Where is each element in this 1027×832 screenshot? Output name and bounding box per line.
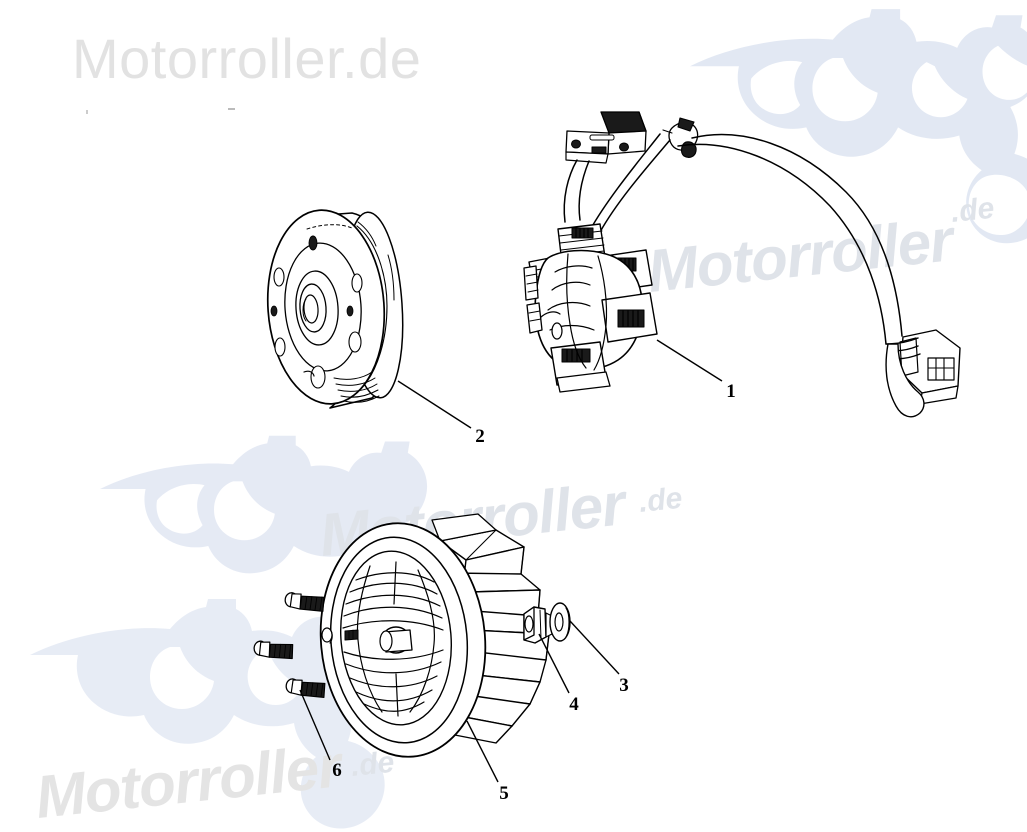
flywheel-hole [270, 305, 278, 317]
speck [86, 110, 88, 114]
screw-collar [321, 627, 359, 644]
part-5-cooling-fan [319, 513, 550, 783]
leader-line-4 [538, 633, 570, 694]
stator-center-hole [551, 322, 563, 340]
callout-label-6: 6 [332, 760, 342, 781]
screw [253, 640, 294, 660]
watermark-layer: .de Motorroller Motorroller .de Motorrol… [30, 9, 1027, 831]
callout-label-1: 1 [726, 381, 736, 402]
flywheel-bore-shadow [302, 298, 307, 322]
pickup-coil-slot [589, 134, 615, 141]
coil-core [571, 227, 594, 239]
flywheel-hole [273, 267, 285, 287]
washer-hole [554, 612, 564, 632]
flywheel-inner-ring [284, 242, 362, 372]
fan-rim-inner-edge [329, 536, 469, 744]
flywheel-keyway-mark [303, 370, 315, 377]
watermark-de-topright: .de [949, 192, 996, 229]
watermark-motorroller-bottomleft: Motorroller [32, 732, 348, 831]
wiring-harness [563, 133, 903, 345]
scooter-outline-icon [100, 435, 437, 654]
fan-inner-vanes [342, 561, 444, 717]
scooter-outline-icon [690, 9, 1027, 244]
stator-body [523, 223, 658, 393]
connector-plug [885, 329, 961, 418]
nut-thread-hole [524, 615, 534, 633]
screw [284, 592, 325, 612]
flywheel-hole [351, 273, 363, 293]
bracket-hole [571, 139, 581, 149]
bracket-hole [619, 142, 629, 152]
part-1-stator-assembly [523, 111, 961, 418]
scooter-outline-icon [30, 599, 385, 829]
screw [285, 678, 326, 698]
connector-pin-block [927, 357, 955, 381]
callout-label-2: 2 [475, 426, 485, 447]
coil-core [561, 348, 591, 363]
pickup-coil-bracket [565, 111, 647, 164]
speck [228, 108, 235, 110]
flywheel-hole [274, 337, 286, 357]
stator-contour [539, 311, 561, 319]
callout-label-4: 4 [569, 694, 579, 715]
part-2-flywheel-rotor [266, 209, 472, 429]
watermark-de-center: .de [637, 482, 684, 519]
leader-line-6 [299, 689, 331, 761]
callout-labels: 1 2 3 4 5 6 [332, 381, 736, 804]
flywheel-hole [310, 365, 326, 389]
leader-line-3 [569, 620, 620, 675]
flywheel-hole [308, 235, 318, 251]
flywheel-body-seam [356, 225, 388, 391]
flywheel-vanes [306, 221, 395, 403]
leader-line-2 [397, 380, 472, 429]
callout-label-3: 3 [619, 675, 629, 696]
watermark-motorroller-right: Motorroller [644, 206, 960, 305]
flywheel-hole [346, 305, 354, 317]
leader-line-1 [656, 339, 723, 382]
page-title-watermark: Motorroller.de [72, 27, 421, 90]
leader-line-5 [466, 720, 499, 783]
part-3-washer [549, 602, 620, 675]
fan-bore-opening [379, 630, 393, 652]
flywheel-bore-inner [303, 294, 319, 324]
callout-label-5: 5 [499, 783, 509, 804]
part-6-screws [253, 592, 359, 761]
coil-core [617, 309, 645, 328]
flywheel-hole [348, 331, 362, 353]
